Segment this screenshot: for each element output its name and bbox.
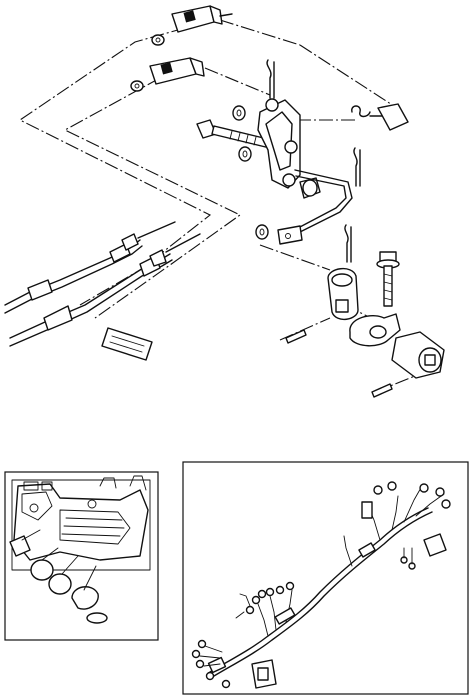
washer-3 [255, 224, 269, 240]
cotter-pin-3 [344, 224, 352, 263]
cable-clip [351, 103, 409, 131]
connector-cluster-left [235, 581, 295, 619]
plug-4 [71, 565, 108, 624]
lever-arm [327, 268, 359, 320]
plug-3 [48, 555, 79, 595]
inset-right [182, 461, 469, 695]
cable-end-upper [171, 5, 233, 33]
connector-end [191, 639, 277, 689]
nut-lower [130, 80, 144, 92]
shaft-coupler [391, 331, 445, 379]
washer-1 [232, 105, 246, 121]
roll-pin-2 [371, 383, 393, 398]
link-rod [277, 169, 353, 245]
pivot-bracket [349, 313, 401, 347]
roll-pin-1 [285, 329, 307, 344]
engine-detail [11, 475, 151, 571]
cable-grommet [101, 327, 153, 361]
bolt [196, 119, 281, 151]
connector-cluster-right [373, 481, 451, 570]
nut-upper [151, 34, 165, 46]
control-cable-1 [4, 221, 176, 314]
cotter-pin-2 [353, 147, 361, 187]
inset-left [4, 471, 159, 641]
wiring-harness [207, 485, 445, 677]
cable-end-lower [149, 57, 205, 85]
control-cable-2 [9, 233, 201, 347]
cotter-pin-1 [266, 59, 275, 99]
shift-lever [257, 98, 301, 189]
flange-bolt [376, 251, 400, 307]
plug-1 [9, 529, 41, 557]
washer-2 [238, 146, 252, 162]
plug-2 [30, 547, 59, 581]
